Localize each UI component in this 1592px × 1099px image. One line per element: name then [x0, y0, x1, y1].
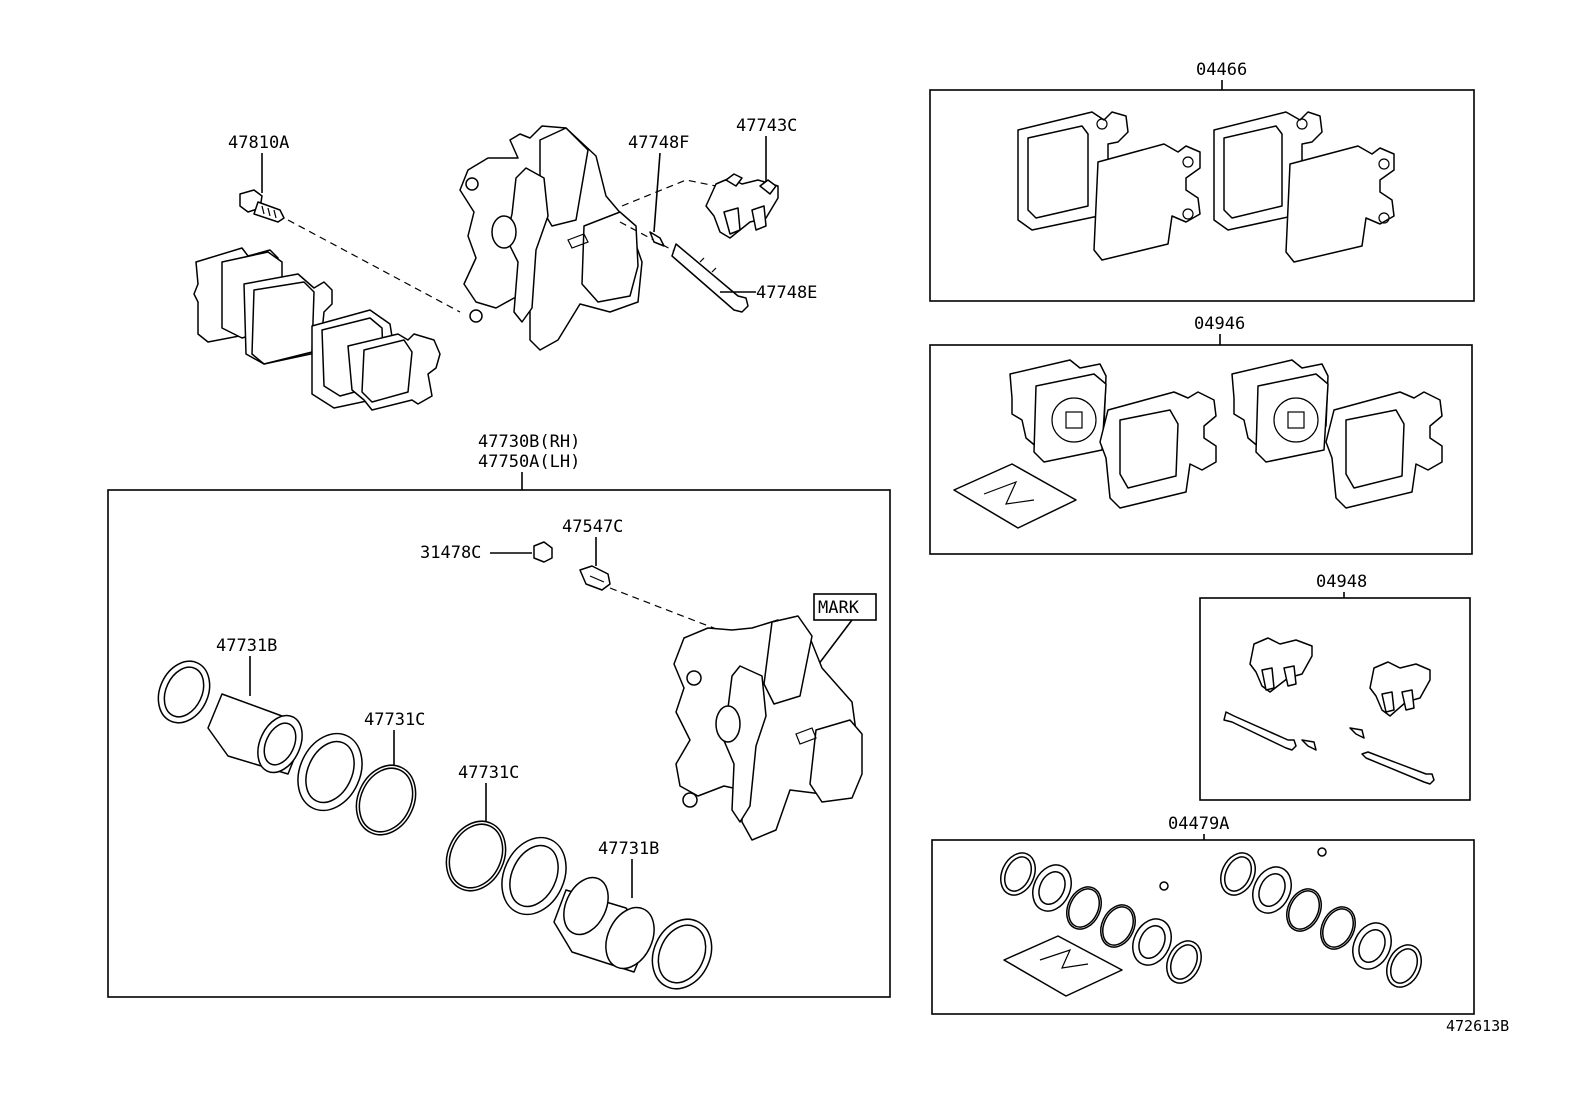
part-number-47810A: 47810A [228, 133, 289, 153]
part-number-47731C-left: 47731C [364, 710, 425, 730]
kit-number-04466: 04466 [1196, 60, 1247, 80]
caliper-body-upper [459, 125, 643, 351]
caliper-assembly-box [107, 489, 891, 998]
part-number-47748F: 47748F [628, 133, 689, 153]
label-47810A: 47810A [228, 133, 289, 193]
seal-and-piston-47731B-left: 47731B [157, 636, 363, 812]
seal-and-piston-47731B-right: 47731B [553, 839, 713, 990]
part-number-47731B-right: 47731B [598, 839, 659, 859]
part-number-47748E: 47748E [756, 283, 817, 303]
ring-47731C-left: 47731C [355, 710, 425, 836]
caliper-body-lower [673, 615, 863, 841]
brake-pad-set-upper [193, 247, 441, 411]
part-number-47730B-RH: 47730B(RH) [478, 432, 580, 452]
mark-label: MARK [818, 598, 860, 618]
mark-callout: MARK [789, 593, 877, 703]
kit-box-04948 [1199, 597, 1471, 801]
bleeder-cap-31478C: 31478C [420, 541, 553, 563]
kit-box-04946 [929, 344, 1473, 555]
kit-number-04948: 04948 [1316, 572, 1367, 592]
part-number-31478C: 31478C [420, 543, 481, 563]
anti-squeal-shim-47743C [705, 173, 779, 239]
bleeder-plug-47547C: 47547C [562, 517, 623, 591]
cylinder-kit-04479A [1000, 847, 1422, 997]
kit-box-04479A [931, 839, 1475, 1015]
part-number-47743C: 47743C [736, 116, 797, 136]
part-number-47547C: 47547C [562, 517, 623, 537]
ring-47731C-right: 47731C [445, 763, 567, 916]
label-47743C: 47743C [736, 116, 797, 184]
kit-number-04946: 04946 [1194, 314, 1245, 334]
part-number-47731B-left: 47731B [216, 636, 277, 656]
kit-number-04479A: 04479A [1168, 814, 1229, 834]
support-hardware-04948 [1223, 637, 1435, 785]
label-47748F: 47748F [628, 133, 689, 247]
brake-pads-04466 [1017, 111, 1395, 263]
mark-box [813, 593, 877, 621]
part-number-47731C-right: 47731C [458, 763, 519, 783]
bolt-47810A [239, 189, 285, 223]
kit-box-04466 [929, 89, 1475, 302]
diagram-code: 472613B [1446, 1017, 1509, 1035]
anti-squeal-shims-04946 [953, 359, 1443, 529]
part-number-47750A-LH: 47750A(LH) [478, 452, 580, 472]
pin-47748E: 47748E [671, 243, 817, 313]
